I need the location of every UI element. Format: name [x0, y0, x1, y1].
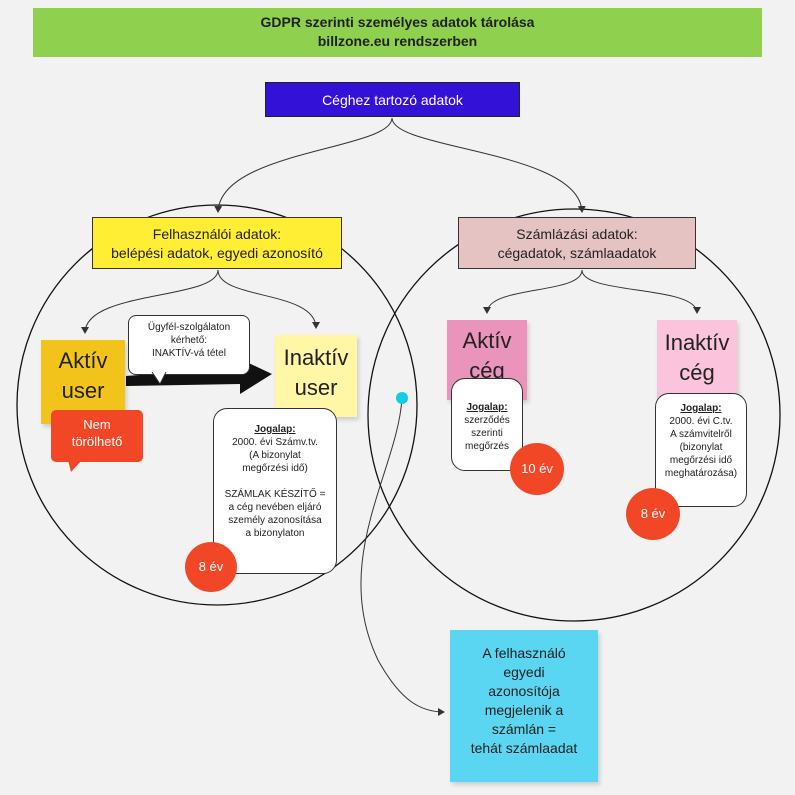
active-firm-legal-basis-heading: Jogalap:	[466, 402, 508, 413]
user-to-active-connector	[81, 269, 219, 334]
inactive-firm-legal-basis-heading: Jogalap:	[680, 403, 722, 414]
inactive-firm-retention-badge[interactable]: 8 év	[626, 488, 680, 540]
company-data-box[interactable]: Céghez tartozó adatok	[265, 82, 520, 117]
inactive-firm-sticky[interactable]: Inaktív cég	[657, 320, 737, 400]
inactive-firm-legal-basis-note[interactable]: Jogalap: 2000. évi C.tv. A számvitelről …	[655, 393, 747, 507]
user-data-line-1: Felhasználói adatok:	[152, 226, 282, 242]
user-legal-basis-note[interactable]: Jogalap: 2000. évi Számv.tv. (A bizonyla…	[213, 408, 337, 574]
user-retention-badge[interactable]: 8 év	[185, 542, 237, 592]
user-data-circle	[16, 204, 418, 606]
billing-data-line-1: Számlázási adatok:	[516, 226, 638, 242]
active-to-inactive-arrow	[126, 358, 272, 394]
inactive-firm-legal-basis-body: 2000. évi C.tv. A számvitelről (bizonyla…	[664, 416, 738, 479]
connector-dot[interactable]	[396, 392, 408, 404]
active-firm-legal-basis-body: szerződés szerinti megőrzés	[464, 415, 510, 452]
billing-identifier-note[interactable]: A felhasználó egyedi azonosítója megjele…	[450, 630, 598, 782]
not-deletable-note[interactable]: Nem törölhető	[51, 410, 143, 462]
user-to-inactive-connector	[217, 269, 320, 329]
title-line-2: billzone.eu rendszerben	[317, 33, 478, 49]
billing-data-circle	[367, 208, 781, 622]
active-firm-legal-basis-note[interactable]: Jogalap: szerződés szerinti megőrzés	[451, 378, 523, 471]
user-data-line-2: belépési adatok, egyedi azonosító	[111, 245, 323, 261]
not-deletable-note-tail	[68, 460, 82, 472]
company-to-user-connector	[214, 117, 393, 213]
title-line-1: GDPR szerinti személyes adatok tárolása	[260, 14, 535, 30]
user-legal-basis-body: 2000. évi Számv.tv. (A bizonylat megőrzé…	[224, 437, 326, 539]
support-callout-tail	[151, 372, 167, 385]
company-to-billing-connector	[391, 117, 586, 213]
dot-to-blue-note-connector	[360, 397, 445, 716]
support-callout[interactable]: Ügyfél-szolgálaton kérhető: INAKTÍV-vá t…	[128, 315, 250, 375]
inactive-user-sticky[interactable]: Inaktív user	[275, 335, 357, 417]
billing-to-inactive-connector	[581, 269, 701, 314]
user-legal-basis-heading: Jogalap:	[254, 424, 296, 435]
billing-data-line-2: cégadatok, számlaadatok	[497, 245, 657, 261]
billing-to-active-connector	[483, 269, 583, 314]
user-data-box[interactable]: Felhasználói adatok: belépési adatok, eg…	[92, 217, 342, 269]
active-firm-retention-badge[interactable]: 10 év	[510, 443, 564, 495]
billing-data-box[interactable]: Számlázási adatok: cégadatok, számlaadat…	[458, 217, 696, 269]
diagram-title: GDPR szerinti személyes adatok tárolása …	[33, 8, 762, 57]
